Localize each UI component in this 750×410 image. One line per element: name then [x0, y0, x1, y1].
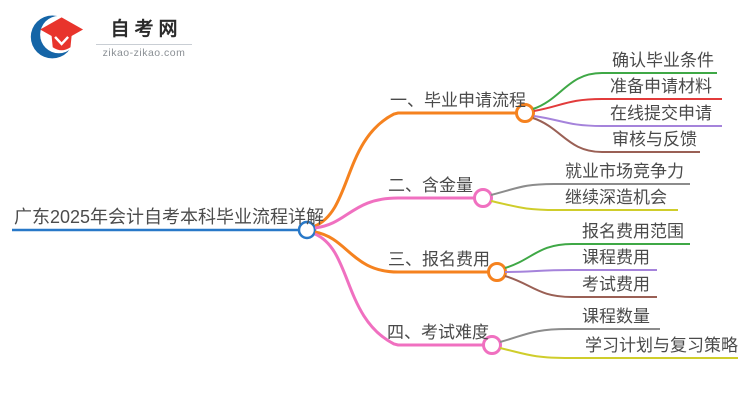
branch-3-child-2-label[interactable]: 课程费用 [582, 248, 650, 267]
branch-4-child-1-line [499, 328, 660, 343]
branch-2-line [314, 196, 474, 230]
branch-3-child-1-label[interactable]: 报名费用范围 [582, 222, 684, 241]
branch-1-child-4-line [532, 117, 700, 153]
branch-3-child-3-line [504, 275, 657, 298]
branch-2-label[interactable]: 二、含金量 [388, 176, 473, 195]
graduation-cap-icon [30, 15, 84, 59]
branch-2-child-2-label[interactable]: 继续深造机会 [565, 188, 667, 207]
branch-1-handle[interactable] [515, 103, 535, 123]
branch-2-child-1-label[interactable]: 就业市场竞争力 [565, 162, 684, 181]
root-label[interactable]: 广东2025年会计自考本科毕业流程详解 [14, 207, 325, 227]
branch-4-handle[interactable] [482, 335, 502, 355]
branch-3-child-1-line [504, 243, 690, 269]
branch-1-child-2-label[interactable]: 准备申请材料 [610, 77, 712, 96]
branch-4-child-2-line [499, 347, 738, 359]
branch-3-handle[interactable] [487, 262, 507, 282]
branch-4-label[interactable]: 四、考试难度 [387, 323, 489, 342]
site-logo-text: 自考网 zikao-zikao.com [96, 14, 192, 59]
branch-1-child-1-line [532, 72, 717, 110]
branch-1-child-2-line [533, 98, 722, 112]
branch-2-child-1-line [490, 183, 690, 196]
branch-4-line [314, 232, 483, 347]
logo-divider [96, 43, 192, 45]
site-name: 自考网 [110, 18, 183, 40]
branch-1-label[interactable]: 一、毕业申请流程 [390, 91, 526, 110]
branch-4-child-2-label[interactable]: 学习计划与复习策略 [585, 336, 738, 355]
branch-1-child-3-label[interactable]: 在线提交申请 [610, 104, 712, 123]
branch-1-line [314, 111, 516, 228]
branch-1-child-1-label[interactable]: 确认毕业条件 [612, 51, 714, 70]
branch-2-child-2-line [490, 200, 678, 211]
branch-3-child-2-line [504, 269, 657, 273]
root-node-handle[interactable] [297, 220, 317, 240]
branch-3-line [314, 230, 488, 274]
branch-2-handle[interactable] [473, 188, 493, 208]
branch-1-child-3-line [533, 115, 722, 127]
site-url: zikao-zikao.com [102, 46, 186, 59]
branch-3-child-3-label[interactable]: 考试费用 [582, 275, 650, 294]
branch-3-label[interactable]: 三、报名费用 [388, 250, 490, 269]
branch-1-child-4-label[interactable]: 审核与反馈 [612, 130, 697, 149]
site-logo: 自考网 zikao-zikao.com [28, 11, 192, 61]
branch-4-child-1-label[interactable]: 课程数量 [582, 307, 650, 326]
